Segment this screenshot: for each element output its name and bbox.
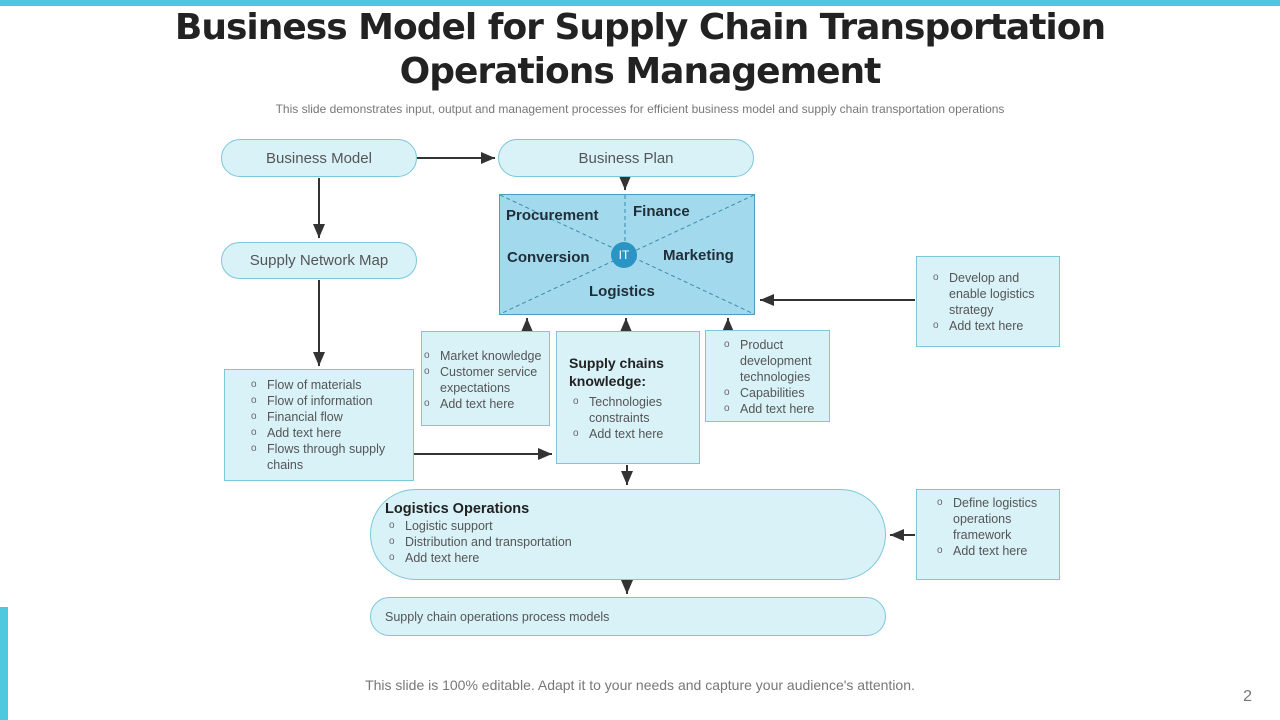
supply-chains-knowledge-box: Supply chains knowledge: Technologies co… — [556, 331, 700, 464]
list-item: Add text here — [933, 543, 1049, 559]
page-number: 2 — [1243, 688, 1252, 705]
list-item: Customer service expectations — [420, 364, 549, 396]
list-item: Flow of information — [247, 393, 403, 409]
slide-footer: This slide is 100% editable. Adapt it to… — [365, 677, 915, 693]
list-item: Market knowledge — [420, 348, 549, 364]
list-item: Flows through supply chains — [247, 441, 403, 473]
core-conversion: Conversion — [507, 249, 590, 266]
process-models-node: Supply chain operations process models — [370, 597, 886, 636]
list-item: Product development technologies — [720, 337, 825, 385]
flows-box: Flow of materials Flow of information Fi… — [224, 369, 414, 481]
list-item: Add text here — [720, 401, 825, 417]
logistics-operations-heading: Logistics Operations — [385, 501, 530, 517]
list-item: Add text here — [929, 318, 1053, 334]
product-development-box: Product development technologies Capabil… — [705, 330, 830, 422]
core-finance: Finance — [633, 203, 690, 220]
list-item: Define logistics operations framework — [933, 495, 1049, 543]
list-item: Distribution and transportation — [385, 534, 871, 550]
logistics-strategy-box: Develop and enable logistics strategy Ad… — [916, 256, 1060, 347]
core-procurement: Procurement — [506, 207, 599, 224]
list-item: Capabilities — [720, 385, 825, 401]
list-item: Add text here — [385, 550, 871, 566]
business-plan-node: Business Plan — [498, 139, 754, 177]
logistics-operations-node: Logistics Operations Logistic support Di… — [370, 489, 886, 580]
left-accent-bar — [0, 607, 8, 720]
list-item: Technologies constraints — [569, 394, 699, 426]
list-item: Add text here — [420, 396, 549, 412]
list-item: Logistic support — [385, 518, 871, 534]
slide-title: Business Model for Supply Chain Transpor… — [174, 7, 1106, 92]
supply-knowledge-heading: Supply chains knowledge: — [569, 355, 664, 389]
list-item: Financial flow — [247, 409, 403, 425]
business-model-node: Business Model — [221, 139, 417, 177]
top-accent-bar — [0, 0, 1280, 6]
list-item: Add text here — [569, 426, 699, 442]
slide-subtitle: This slide demonstrates input, output an… — [275, 102, 1005, 116]
list-item: Flow of materials — [247, 377, 403, 393]
core-marketing: Marketing — [663, 247, 734, 264]
core-logistics: Logistics — [589, 283, 655, 300]
list-item: Add text here — [247, 425, 403, 441]
operations-framework-box: Define logistics operations framework Ad… — [916, 489, 1060, 580]
market-knowledge-box: Market knowledge Customer service expect… — [421, 331, 550, 426]
list-item: Develop and enable logistics strategy — [929, 270, 1053, 318]
supply-network-map-node: Supply Network Map — [221, 242, 417, 279]
it-hub-icon: IT — [611, 242, 637, 268]
